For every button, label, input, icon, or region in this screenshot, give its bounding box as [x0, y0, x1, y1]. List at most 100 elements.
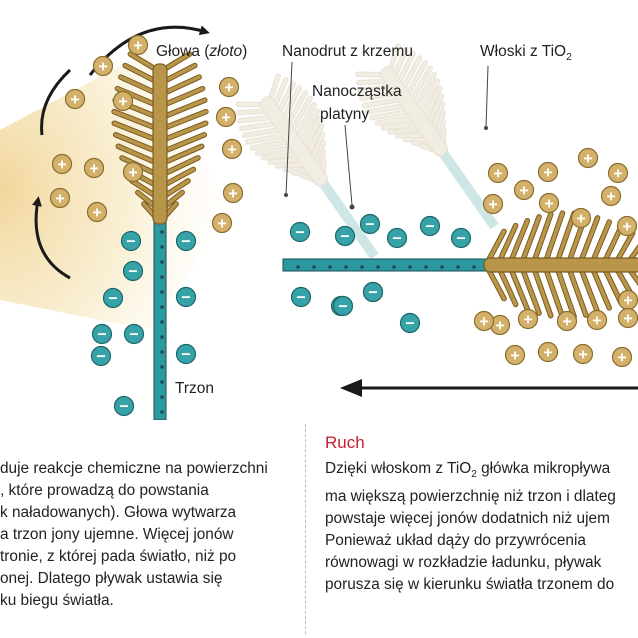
ghost-swimmer-2: [355, 43, 499, 230]
positive-ion: +: [577, 147, 599, 169]
leader-hairs: [485, 65, 489, 129]
rotation-arrow-left: [40, 68, 72, 136]
ghost-head-1: [235, 73, 329, 187]
svg-text:+: +: [92, 205, 101, 222]
negative-ion: −: [290, 286, 312, 308]
positive-ion: +: [537, 341, 559, 363]
svg-text:+: +: [228, 186, 237, 203]
label-nanoparticle-line1: Nanocząstka: [312, 83, 402, 100]
negative-ion: −: [122, 260, 144, 282]
svg-text:+: +: [133, 38, 142, 55]
label-nanowire: Nanodrut z krzemu: [282, 43, 413, 60]
svg-text:−: −: [128, 264, 137, 281]
positive-ion: +: [538, 192, 560, 214]
svg-text:−: −: [296, 290, 305, 307]
left-head-feathers: [111, 51, 209, 225]
movement-arrow: [340, 379, 638, 397]
right-line-3: powstaje więcej jonów dodatnich niż ujem: [325, 510, 610, 528]
svg-text:+: +: [217, 216, 226, 233]
svg-text:+: +: [583, 151, 592, 168]
svg-text:+: +: [510, 348, 519, 365]
svg-text:+: +: [224, 80, 233, 97]
svg-text:−: −: [108, 291, 117, 308]
right-description: Dzięki włoskom z TiO2 główka mikropływa …: [325, 458, 616, 596]
svg-text:−: −: [97, 327, 106, 344]
positive-ion: +: [513, 179, 535, 201]
svg-text:+: +: [617, 350, 626, 367]
positive-ion: +: [617, 289, 638, 311]
light-beam: [0, 50, 230, 330]
positive-ion: +: [215, 106, 237, 128]
svg-text:+: +: [592, 313, 601, 330]
svg-text:−: −: [181, 234, 190, 251]
svg-text:−: −: [338, 299, 347, 316]
right-line-6: porusza się w kierunku światła trzonem d…: [325, 576, 615, 594]
left-line-1: duje reakcje chemiczne na powierzchni: [0, 460, 268, 477]
right-line-4: Ponieważ układ dąży do przywrócenia: [325, 532, 586, 550]
ghost-head-2: [355, 43, 449, 157]
svg-text:+: +: [523, 312, 532, 329]
svg-text:+: +: [606, 189, 615, 206]
negative-ion: −: [175, 230, 197, 252]
left-line-2: , które prowadzą do powstania: [0, 482, 209, 499]
left-description: duje reakcje chemiczne na powierzchni , …: [0, 458, 268, 612]
svg-text:+: +: [622, 219, 631, 236]
svg-text:+: +: [227, 142, 236, 159]
negative-ion: −: [419, 215, 441, 237]
positive-ion: +: [570, 207, 592, 229]
svg-text:−: −: [368, 285, 377, 302]
svg-text:−: −: [392, 231, 401, 248]
negative-ion: −: [123, 323, 145, 345]
svg-text:+: +: [495, 318, 504, 335]
svg-text:+: +: [98, 59, 107, 76]
positive-ion: +: [473, 310, 495, 332]
label-trunk: Trzon: [175, 380, 214, 397]
label-hairs: Włoski z TiO2: [480, 43, 572, 63]
svg-text:+: +: [562, 314, 571, 331]
svg-text:+: +: [488, 197, 497, 214]
positive-ion: +: [504, 344, 526, 366]
left-line-3: k naładowanych). Głowa wytwarza: [0, 504, 237, 521]
svg-text:+: +: [613, 166, 622, 183]
svg-text:+: +: [89, 161, 98, 178]
positive-ion: +: [616, 215, 638, 237]
positive-ion: +: [600, 185, 622, 207]
negative-ion: −: [120, 230, 142, 252]
negative-ion: −: [386, 227, 408, 249]
positive-ion: +: [51, 153, 73, 175]
positive-ion: +: [122, 161, 144, 183]
svg-text:−: −: [126, 234, 135, 251]
svg-text:+: +: [576, 211, 585, 228]
positive-ion: +: [221, 138, 243, 160]
negative-ion: −: [289, 221, 311, 243]
positive-ion: +: [92, 55, 114, 77]
positive-ion: +: [112, 90, 134, 112]
positive-ion: +: [572, 343, 594, 365]
svg-text:+: +: [55, 191, 64, 208]
positive-ion: +: [611, 346, 633, 368]
positive-ion: +: [487, 162, 509, 184]
svg-text:+: +: [70, 92, 79, 109]
negative-ion: −: [450, 227, 472, 249]
label-nanoparticle-line2: platyny: [320, 106, 369, 123]
diagram-figure: +++++++++++++++++++++++++++++++++++−−−−−…: [0, 25, 638, 420]
svg-text:−: −: [295, 225, 304, 242]
svg-text:+: +: [57, 157, 66, 174]
left-line-5: tronie, z której pada światło, niż po: [0, 548, 237, 565]
ions: +++++++++++++++++++++++++++++++++++−−−−−…: [49, 34, 638, 417]
negative-ion: −: [102, 287, 124, 309]
negative-ion: −: [91, 323, 113, 345]
negative-ion: −: [113, 395, 135, 417]
left-line-6: onej. Dlatego pływak ustawia się: [0, 570, 223, 587]
svg-text:+: +: [578, 347, 587, 364]
svg-text:−: −: [96, 349, 105, 366]
right-line-2: ma większą powierzchnię niż trzon i dlat…: [325, 488, 616, 506]
svg-text:+: +: [623, 293, 632, 310]
svg-text:−: −: [365, 217, 374, 234]
right-head: [483, 210, 638, 320]
svg-text:+: +: [543, 165, 552, 182]
positive-ion: +: [86, 201, 108, 223]
right-trunk: [282, 258, 494, 272]
leader-nanoparticle: [344, 124, 353, 206]
positive-ion: +: [482, 193, 504, 215]
